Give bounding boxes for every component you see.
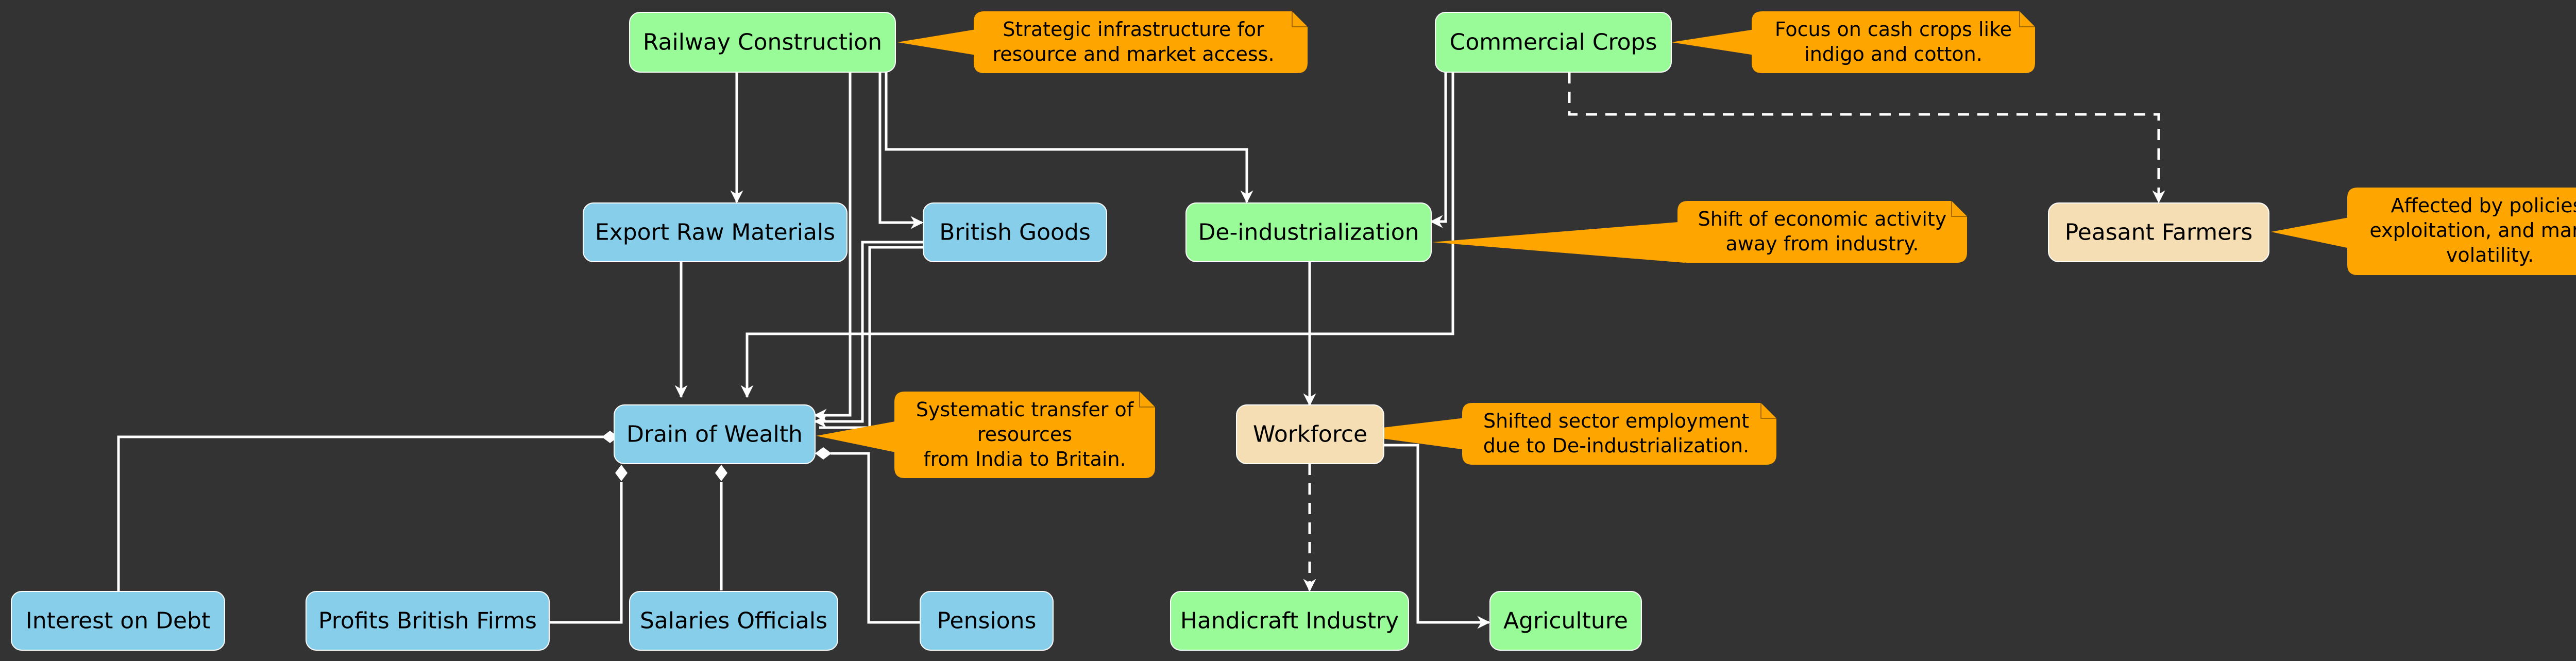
node-british-goods-box [923,202,1107,262]
note-commercial-pointer [1671,29,1758,56]
note-workforce-line-2: due to De-industrialization. [1483,434,1749,457]
edge-profits-drain [549,482,623,624]
node-de-industrialization[interactable]: De-industrialization [1185,202,1432,262]
note-peasant: Affected by policies, exploitation, and … [2271,188,2576,275]
note-railway: Strategic infrastructure for resource an… [897,11,1308,73]
note-drain-line-3: from India to Britain. [923,448,1126,470]
node-salaries-officials-box [629,591,838,651]
node-export-raw-materials[interactable]: Export Raw Materials [583,202,848,262]
node-de-industrialization-box [1185,202,1432,262]
diamond-profits [615,465,628,481]
note-peasant-line-3: volatility. [2446,244,2534,266]
node-profits-british-firms-label: Profits British Firms [318,608,537,634]
note-railway-pointer [897,29,979,56]
node-railway-construction-box [629,12,896,73]
diamond-salaries [715,465,727,481]
note-drain-line-2: resources [977,423,1072,446]
node-interest-on-debt-label: Interest on Debt [26,608,210,634]
edge-commercial-deind [1430,72,1447,228]
node-peasant-farmers[interactable]: Peasant Farmers [2048,202,2269,262]
note-deind-box [1677,201,1967,263]
node-export-raw-materials-label: Export Raw Materials [595,219,835,246]
node-profits-british-firms[interactable]: Profits British Firms [306,591,550,651]
node-pensions-box [920,591,1054,651]
node-workforce-box [1236,404,1384,464]
note-drain-fold [1139,392,1155,408]
note-peasant-line-2: exploitation, and market [2369,219,2576,242]
node-de-industrialization-label: De-industrialization [1198,219,1419,246]
note-peasant-pointer [2271,216,2354,249]
node-drain-of-wealth[interactable]: Drain of Wealth [614,404,816,464]
edge-railway-drain [814,72,852,422]
node-workforce[interactable]: Workforce [1236,404,1384,464]
node-british-goods[interactable]: British Goods [923,202,1107,262]
note-railway-line-2: resource and market access. [992,43,1274,65]
note-deind-fold [1951,201,1967,217]
edge-railway-british-goods [878,72,924,229]
note-railway-fold [1292,11,1308,27]
node-commercial-crops[interactable]: Commercial Crops [1435,12,1672,73]
note-commercial-box [1752,11,2035,73]
notes: Strategic infrastructure for resource an… [816,11,2576,478]
note-deind-line-2: away from industry. [1725,232,1919,255]
node-commercial-crops-label: Commercial Crops [1450,29,1657,56]
note-drain-line-1: Systematic transfer of [916,398,1134,421]
node-peasant-farmers-label: Peasant Farmers [2065,219,2253,246]
edge-pensions-drain [831,452,920,624]
note-commercial: Focus on cash crops like indigo and cott… [1671,11,2035,73]
note-workforce-line-1: Shifted sector employment [1483,410,1749,432]
note-commercial-line-2: indigo and cotton. [1804,43,1982,65]
node-handicraft-industry[interactable]: Handicraft Industry [1170,591,1409,651]
node-salaries-officials-label: Salaries Officials [640,608,827,634]
note-drain-box [894,392,1155,478]
node-peasant-farmers-box [2048,202,2269,262]
note-workforce: Shifted sector employment due to De-indu… [1340,403,1776,465]
edge-commercial-peasant [1568,72,2165,204]
node-drain-of-wealth-label: Drain of Wealth [626,421,803,448]
node-agriculture[interactable]: Agriculture [1489,591,1642,651]
note-deind-pointer [1432,222,1685,263]
node-agriculture-box [1489,591,1642,651]
note-railway-line-1: Strategic infrastructure for [1003,18,1264,41]
node-pensions[interactable]: Pensions [920,591,1054,651]
node-export-raw-materials-box [583,202,848,262]
edge-interest-drain [117,435,603,591]
node-railway-construction[interactable]: Railway Construction [629,12,896,73]
node-drain-of-wealth-box [614,404,816,464]
edge-british-goods-drain-a [814,241,925,428]
note-commercial-fold [2019,11,2035,27]
node-british-goods-label: British Goods [939,219,1091,246]
node-interest-on-debt-box [11,591,225,651]
note-deind-line-1: Shift of economic activity [1698,208,1947,230]
edges [117,72,2165,629]
node-profits-british-firms-box [306,591,550,651]
node-salaries-officials[interactable]: Salaries Officials [629,591,838,651]
note-workforce-box [1462,403,1776,465]
node-handicraft-industry-label: Handicraft Industry [1180,608,1399,634]
note-workforce-pointer [1340,417,1469,450]
note-commercial-line-1: Focus on cash crops like [1775,18,2012,41]
node-interest-on-debt[interactable]: Interest on Debt [11,591,225,651]
note-railway-box [974,11,1308,73]
note-peasant-box [2347,188,2576,275]
nodes: Railway Construction Commercial Crops Ex… [11,12,2269,651]
node-handicraft-industry-box [1170,591,1409,651]
note-workforce-fold [1760,403,1776,419]
edge-railway-deind [885,72,1253,204]
note-peasant-line-1: Affected by policies, [2391,194,2576,217]
note-drain: Systematic transfer of resources from In… [816,392,1155,478]
note-drain-pointer [816,420,901,453]
edge-commercial-drain [740,72,1454,398]
diamond-pensions [815,447,832,460]
edge-british-goods-drain-b [819,246,925,429]
node-workforce-label: Workforce [1253,421,1367,448]
node-commercial-crops-box [1435,12,1672,73]
node-pensions-label: Pensions [937,608,1037,634]
note-deind: Shift of economic activity away from ind… [1432,201,1967,263]
node-agriculture-label: Agriculture [1503,608,1628,634]
node-railway-construction-label: Railway Construction [643,29,882,56]
